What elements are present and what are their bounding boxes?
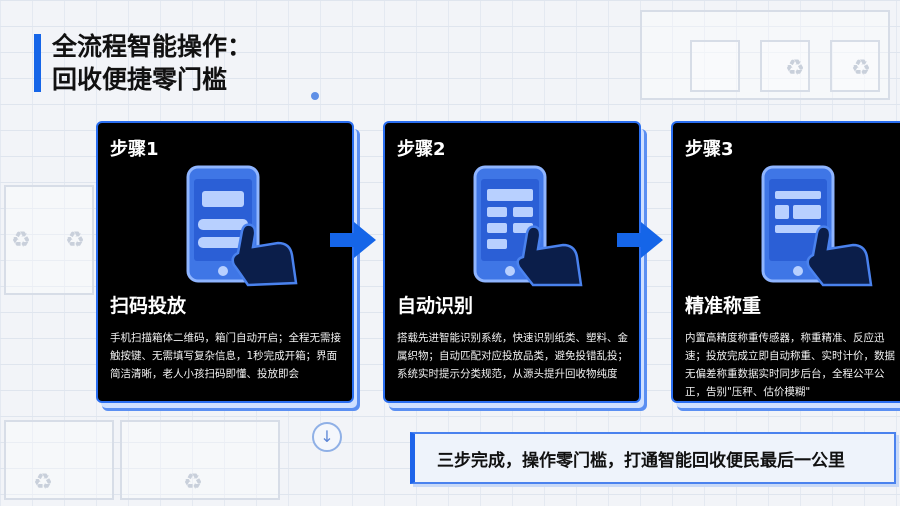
next-arrow-icon — [617, 222, 663, 258]
recycle-icon: ♻ — [11, 228, 31, 253]
step-card-3: 步骤3 精准称重 内置高精度称重传感器，称重精准、反应迅速；投放完成立即自动称重… — [671, 121, 900, 403]
background-bin-sketch — [760, 40, 810, 92]
summary-banner-text: 三步完成，操作零门槛，打通智能回收便民最后一公里 — [437, 450, 845, 471]
step-description: 搭载先进智能识别系统，快速识别纸类、塑料、金属织物；自动匹配对应投放品类，避免投… — [397, 332, 628, 380]
recycle-icon: ♻ — [65, 228, 85, 253]
step-card-2: 步骤2 自动识别 搭载先进智能识别系统，快速识别纸类、塑料、金属织物；自动匹配对… — [383, 121, 641, 403]
next-arrow-icon — [330, 222, 376, 258]
title-line-1: 全流程智能操作： — [52, 32, 253, 61]
recycle-icon: ♻ — [183, 470, 203, 495]
down-arrow-icon: ↓ — [312, 422, 342, 452]
step-heading: 精准称重 — [685, 295, 762, 317]
background-cabinet-sketch — [4, 185, 94, 295]
step-heading: 扫码投放 — [110, 295, 187, 317]
phone-scan-icon — [178, 161, 308, 289]
step-heading: 自动识别 — [397, 295, 474, 317]
background-cabinet-sketch — [640, 10, 890, 100]
background-bin-sketch — [830, 40, 880, 92]
title-accent-bar — [34, 34, 41, 92]
phone-form-icon — [753, 161, 883, 289]
step-card-1: 步骤1 扫码投放 手机扫描箱体二维码，箱门自动开启；全程无需接触按键、无需填写复… — [96, 121, 354, 403]
step-description: 内置高精度称重传感器，称重精准、反应迅速；投放完成立即自动称重、实时计价，数据无… — [685, 332, 895, 398]
phone-grid-icon — [465, 161, 595, 289]
summary-banner: 三步完成，操作零门槛，打通智能回收便民最后一公里 — [410, 432, 896, 484]
background-cabinet-sketch — [120, 420, 280, 500]
title-line-2: 回收便捷零门槛 — [52, 65, 228, 94]
decorative-dot — [311, 92, 319, 100]
page-title: 全流程智能操作： 回收便捷零门槛 — [52, 30, 252, 96]
step-description: 手机扫描箱体二维码，箱门自动开启；全程无需接触按键、无需填写复杂信息，1秒完成开… — [110, 332, 341, 380]
recycle-icon: ♻ — [785, 56, 805, 81]
recycle-icon: ♻ — [33, 470, 53, 495]
step-label: 步骤1 — [110, 139, 159, 160]
step-label: 步骤3 — [685, 139, 734, 160]
step-label: 步骤2 — [397, 139, 446, 160]
recycle-icon: ♻ — [851, 56, 871, 81]
background-bin-sketch — [690, 40, 740, 92]
background-cabinet-sketch — [4, 420, 114, 500]
